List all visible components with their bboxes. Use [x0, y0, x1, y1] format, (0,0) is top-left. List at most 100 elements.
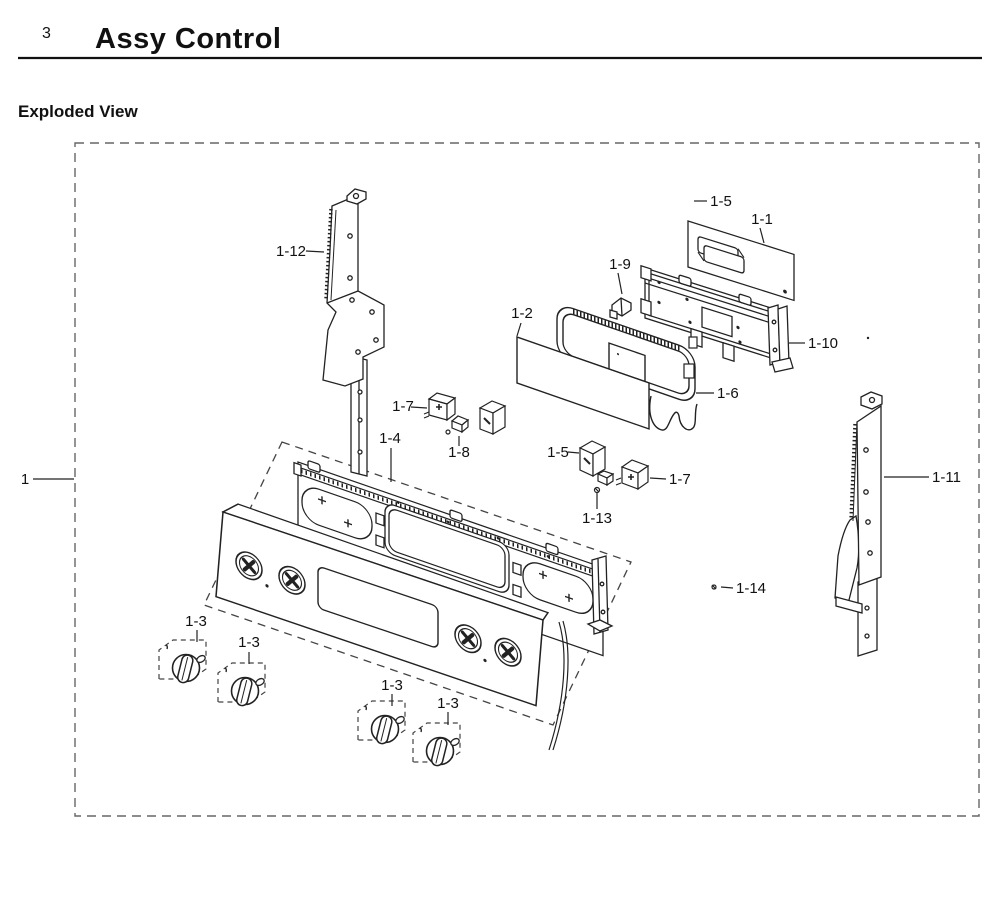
part-1-10-end-cap [767, 304, 794, 373]
knob-pin [450, 737, 460, 747]
latch [512, 561, 522, 577]
bracket-lower-bar [857, 575, 878, 657]
callout-labels: 1 1-5 1-1 1-12 1-9 1-2 1-10 1-6 1-7 1-8 … [21, 193, 961, 712]
display-opening-inner [388, 509, 506, 589]
knob-group-1 [158, 639, 207, 684]
rail-clip [545, 542, 559, 556]
knob-handle [235, 677, 253, 707]
glass-window-front [703, 245, 745, 274]
rail-hatching [301, 469, 601, 577]
board-left-tab [640, 264, 652, 282]
board-window [701, 306, 733, 338]
part-1-13-screw [593, 486, 601, 494]
callout-1-5-lower: 1-5 [547, 444, 569, 461]
bracket-main-plate [322, 194, 385, 387]
harness-braid [573, 309, 681, 352]
end-cap-foot [586, 619, 614, 632]
knob-group-3 [357, 700, 406, 745]
tick-mark [419, 727, 423, 733]
assembly-boundary-dashed-box [74, 142, 980, 817]
display-window [317, 567, 439, 648]
callout-1-12: 1-12 [276, 243, 306, 260]
part-1-1-glass-panel [687, 220, 795, 302]
latch [512, 583, 522, 599]
touchpad-pod-left [301, 487, 373, 540]
part-1-12-left-bracket [322, 188, 385, 477]
part-1-14-screw [711, 584, 717, 590]
harness-connector [683, 363, 695, 379]
panel-dot [483, 658, 487, 663]
callout-1-6: 1-6 [717, 385, 739, 402]
panel-button [235, 551, 263, 581]
panel-dot [265, 584, 269, 588]
callout-1-11: 1-11 [932, 469, 961, 486]
page-title: Assy Control [95, 23, 281, 55]
knob-group-4 [412, 722, 461, 767]
callout-1-2: 1-2 [511, 305, 533, 322]
bracket-foot [835, 596, 863, 614]
knob-dashed-box [217, 662, 266, 703]
knob-pin [196, 654, 206, 664]
callout-1-4: 1-4 [379, 430, 401, 447]
callout-1-5-top: 1-5 [710, 193, 732, 210]
callout-leader-lines [33, 200, 929, 725]
callout-1-3-d: 1-3 [437, 695, 459, 712]
panel-edge-trim [552, 620, 569, 751]
latch [375, 512, 385, 527]
callout-1-13: 1-13 [582, 510, 612, 527]
switch-cross-slot [628, 474, 634, 480]
section-heading: Exploded View [18, 102, 138, 121]
callout-1-10: 1-10 [808, 335, 838, 352]
callout-1: 1 [21, 471, 29, 488]
bracket-hatched-flange [849, 423, 857, 521]
callout-1-9: 1-9 [609, 256, 631, 273]
callout-1-7-left: 1-7 [392, 398, 414, 415]
panel-button [278, 565, 306, 595]
clip-leg [609, 309, 618, 320]
panel-edge-trim [548, 621, 565, 751]
part-1-4-right-end-cap [586, 555, 614, 635]
board-foot [722, 341, 735, 363]
relay-sub-box [606, 472, 614, 487]
glass-face [516, 336, 650, 430]
screw [445, 429, 451, 435]
bracket-main-plate [856, 404, 882, 586]
board-left-tab [640, 297, 652, 317]
rail-clip [307, 460, 321, 473]
part-1-11-right-bracket [834, 391, 883, 657]
panel-button [494, 637, 522, 667]
panel-button [454, 624, 482, 654]
harness-wire-hook [649, 395, 698, 431]
pod-cross-marks [539, 570, 573, 603]
panel-group-dashed-outline [203, 441, 632, 726]
knob-group-2 [217, 662, 266, 707]
rail-left-tab [293, 461, 302, 477]
latch [375, 534, 385, 549]
harness-connector [688, 336, 698, 349]
knob-dashed-box [357, 700, 406, 741]
knob-pin [255, 677, 265, 687]
part-1-5-relay [578, 440, 615, 487]
callout-1-1: 1-1 [751, 211, 773, 228]
tick-mark [224, 667, 228, 673]
callout-1-3-a: 1-3 [185, 613, 207, 630]
bracket-lower-wing [834, 514, 860, 605]
page-header: 3 Assy Control Exploded View [18, 23, 982, 121]
knob-dashed-box [412, 722, 461, 763]
knob-dashed-box [158, 639, 207, 680]
knob-pin [395, 715, 405, 725]
rail-clip [449, 509, 463, 522]
stray-dot [866, 336, 870, 340]
display-opening-outer [384, 504, 510, 593]
part-1-9-clip [609, 297, 632, 320]
part-switch-block-unlabeled [478, 400, 507, 436]
callout-1-3-c: 1-3 [381, 677, 403, 694]
callout-1-3-b: 1-3 [238, 634, 260, 651]
knob-handle [176, 654, 194, 684]
bracket-hatched-flange [324, 208, 333, 300]
board-clip [738, 293, 752, 306]
callout-1-7-right: 1-7 [669, 471, 691, 488]
tick-mark [165, 644, 169, 650]
